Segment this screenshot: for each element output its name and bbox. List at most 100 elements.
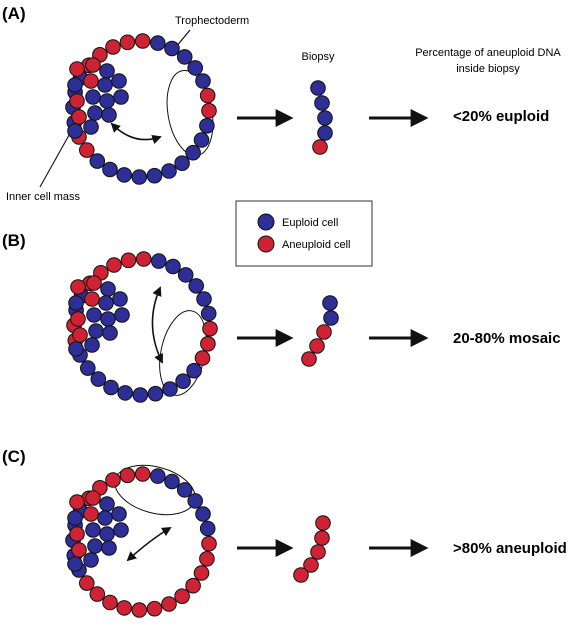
legend: Euploid cell Aneuploid cell [235, 200, 373, 267]
inner-cell-mass-cell [67, 77, 83, 93]
trophectoderm-cell [177, 267, 194, 283]
inner-cell-mass-cell [83, 119, 99, 135]
icm-te-exchange-arrow-b [151, 286, 163, 364]
trophectoderm-cell [186, 362, 202, 379]
trophectoderm-cell [162, 381, 178, 397]
trophectoderm-cell [116, 600, 132, 616]
inner-cell-mass-cell [101, 107, 117, 123]
trophectoderm-cell [201, 535, 217, 552]
inner-cell-mass-cell [67, 510, 83, 526]
inner-cell-mass-cell [67, 556, 83, 572]
trophectoderm-cell [174, 155, 190, 171]
biopsy-cell [303, 557, 319, 573]
trophectoderm-cell [185, 144, 201, 161]
cells-layer [65, 33, 339, 618]
result-panel-c: >80% aneuploid [453, 540, 567, 557]
inner-cell-mass-cell [86, 275, 102, 291]
trophectoderm-cell [150, 35, 166, 51]
inner-cell-mass-cell [101, 540, 117, 556]
trophectoderm-cell [164, 40, 180, 57]
trophectoderm-cell [116, 167, 132, 183]
inner-cell-mass-cell [97, 77, 113, 93]
inner-cell-mass-cell [72, 327, 88, 343]
biopsy-cell [310, 80, 326, 96]
inner-cell-mass-cell [67, 123, 83, 139]
trophectoderm-cell [147, 385, 164, 402]
inner-cell-mass-cell [71, 109, 87, 125]
trophectoderm-cell [196, 291, 212, 307]
inner-cell-mass-cell [84, 291, 100, 307]
trophectoderm-label: Trophectoderm [175, 15, 249, 27]
inner-cell-mass-cell [71, 542, 87, 558]
biopsy-cell [317, 110, 333, 126]
trophectoderm-cell [80, 360, 96, 376]
inner-cell-mass-cell [87, 105, 103, 121]
inner-cell-mass-cell [69, 494, 85, 510]
biopsy-cell [301, 351, 317, 367]
inner-cell-mass-cell [88, 323, 104, 339]
inner-cell-mass-cell [68, 295, 84, 311]
trophectoderm-cell [119, 467, 136, 484]
trophectoderm-cell [151, 253, 167, 269]
trophectoderm-cell [175, 373, 191, 390]
trophectoderm-cell [119, 34, 136, 51]
trophectoderm-cell [150, 468, 166, 484]
trophectoderm-cell [105, 472, 121, 488]
trophectoderm-cell [174, 588, 190, 605]
trophectoderm-cell [195, 506, 211, 522]
percentage-heading-line2: inside biopsy [456, 63, 520, 75]
inner-cell-mass-cell [100, 311, 116, 327]
trophectoderm-cell [188, 278, 204, 294]
trophectoderm-cell [134, 33, 151, 49]
trophectoderm-cell [200, 305, 217, 322]
trophectoderm-cell [199, 520, 216, 537]
biopsy-cell [310, 544, 326, 560]
legend-aneuploid-swatch [257, 235, 275, 253]
trophectoderm-cell [187, 493, 203, 509]
inner-cell-mass-cell [69, 93, 85, 109]
icm-te-exchange-arrow-a [110, 122, 162, 145]
inner-cell-mass-cell [87, 538, 103, 554]
result-panel-b: 20-80% mosaic [453, 330, 561, 347]
trophectoderm-cell [176, 482, 193, 498]
biopsy-cell [323, 310, 339, 326]
trophectoderm-cell [102, 594, 118, 611]
biopsy-cell [316, 324, 332, 340]
biopsy-cell [315, 515, 331, 531]
inner-cell-mass-cell [69, 61, 85, 77]
inner-cell-mass-cell [102, 325, 118, 341]
trophectoderm-cell [199, 551, 215, 567]
inner-cell-mass-cell [114, 307, 130, 323]
inner-cell-mass-cell [98, 295, 114, 311]
inner-cell-mass-cell [70, 311, 86, 327]
biopsy-cell [293, 567, 309, 583]
trophectoderm-cell [146, 167, 163, 184]
trophectoderm-cell [200, 336, 216, 352]
inner-cell-mass-cell [111, 73, 127, 89]
result-panel-a: <20% euploid [453, 108, 549, 125]
inner-cell-mass-cell [113, 89, 129, 105]
panel-label-c: (C) [2, 447, 26, 466]
inner-cell-mass-cell [97, 510, 113, 526]
trophectoderm-cell [120, 252, 137, 269]
trophectoderm-cell [161, 163, 177, 179]
trophectoderm-cell [105, 39, 121, 55]
trophectoderm-cell [79, 142, 95, 158]
trophectoderm-cell [90, 371, 107, 387]
biopsy-cell [309, 338, 325, 354]
inner-cell-mass-cell [113, 522, 129, 538]
inner-cell-mass-cell [111, 506, 127, 522]
trophectoderm-cell [165, 258, 181, 275]
inner-cell-mass-cell [83, 506, 99, 522]
panel-label-a: (A) [2, 4, 26, 23]
legend-aneuploid-label: Aneuploid cell [282, 239, 351, 251]
icm-te-exchange-arrow-c [126, 527, 172, 562]
inner-cell-mass-cell [99, 496, 115, 512]
biopsy-cell [322, 295, 338, 311]
inner-cell-mass-cell [100, 281, 116, 297]
inner-cell-mass-cell [99, 93, 115, 109]
trophectoderm-cell [194, 350, 211, 366]
trophectoderm-cell [103, 379, 119, 396]
percentage-heading-line1: Percentage of aneuploid DNA [415, 47, 561, 59]
biopsy-cell [312, 139, 328, 155]
